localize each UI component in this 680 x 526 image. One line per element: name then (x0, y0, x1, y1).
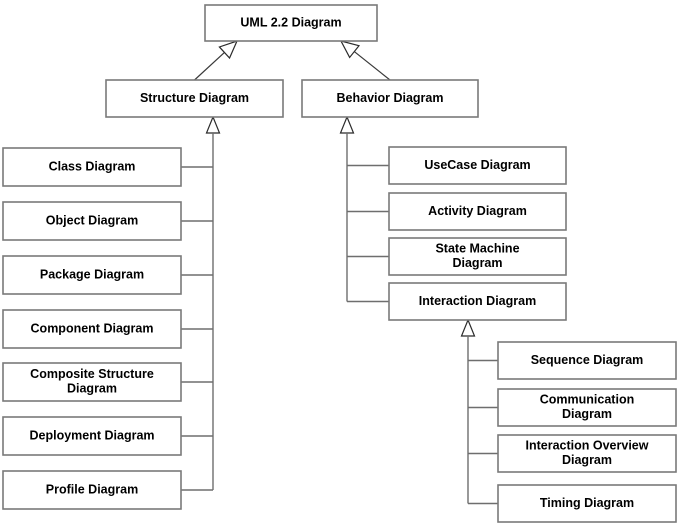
box-label-profile-diagram: Profile Diagram (46, 482, 138, 496)
box-label-composite-structure-diagram: Composite Structure (30, 367, 154, 381)
box-outline-sequence-diagram (497, 341, 677, 380)
box-outline-composite-structure-diagram (2, 362, 182, 402)
box-outline-component-diagram (2, 309, 182, 349)
box-label-deployment-diagram: Deployment Diagram (29, 428, 154, 442)
generalization-arrowhead-behavior-to-root (339, 40, 361, 59)
generalization-arrowhead-behavior-diagram (339, 115, 355, 134)
box-outline-deployment-diagram (2, 416, 182, 456)
box-outline-communication-diagram (497, 388, 677, 427)
box-outline-interaction-diagram (388, 282, 567, 321)
box-label-structure-diagram: Structure Diagram (140, 91, 249, 105)
box-outline-usecase-diagram (388, 146, 567, 185)
box-label-uml-2-2-diagram: UML 2.2 Diagram (240, 15, 341, 29)
box-label-package-diagram: Package Diagram (40, 267, 144, 281)
box-label-state-machine-diagram: Diagram (452, 256, 502, 270)
box-label-object-diagram: Object Diagram (46, 213, 138, 227)
box-label-communication-diagram: Diagram (562, 407, 612, 421)
box-outline-activity-diagram (388, 192, 567, 231)
box-label-class-diagram: Class Diagram (49, 159, 136, 173)
box-outline-class-diagram (2, 147, 182, 187)
box-label-interaction-overview-diagram: Diagram (562, 453, 612, 467)
uml-box-class-diagram[interactable]: Class Diagram (2, 147, 182, 187)
uml-box-profile-diagram[interactable]: Profile Diagram (2, 470, 182, 510)
box-outline-structure-diagram (105, 79, 284, 118)
box-label-timing-diagram: Timing Diagram (540, 496, 634, 510)
box-outline-package-diagram (2, 255, 182, 295)
box-label-state-machine-diagram: State Machine (435, 242, 519, 256)
connectors-layer (181, 39, 498, 505)
uml-box-structure-diagram[interactable]: Structure Diagram (105, 79, 284, 118)
uml-box-timing-diagram[interactable]: Timing Diagram (497, 484, 677, 523)
box-label-component-diagram: Component Diagram (31, 321, 154, 335)
box-label-interaction-overview-diagram: Interaction Overview (526, 439, 649, 453)
box-outline-uml-2-2-diagram (204, 4, 378, 42)
uml-box-activity-diagram[interactable]: Activity Diagram (388, 192, 567, 231)
generalization-arrowhead-structure-to-root (218, 39, 239, 60)
generalization-line-structure-to-root (194, 52, 225, 81)
box-outline-timing-diagram (497, 484, 677, 523)
box-label-interaction-diagram: Interaction Diagram (419, 294, 536, 308)
box-outline-state-machine-diagram (388, 237, 567, 276)
uml-box-usecase-diagram[interactable]: UseCase Diagram (388, 146, 567, 185)
uml-box-behavior-diagram[interactable]: Behavior Diagram (301, 79, 479, 118)
box-label-composite-structure-diagram: Diagram (67, 382, 117, 396)
generalization-arrowhead-interaction-diagram-group (460, 318, 476, 337)
box-label-behavior-diagram: Behavior Diagram (337, 91, 444, 105)
box-outline-behavior-diagram (301, 79, 479, 118)
box-label-activity-diagram: Activity Diagram (428, 204, 527, 218)
box-outline-object-diagram (2, 201, 182, 241)
uml-box-uml-2-2-diagram[interactable]: UML 2.2 Diagram (204, 4, 378, 42)
uml-box-object-diagram[interactable]: Object Diagram (2, 201, 182, 241)
uml-box-deployment-diagram[interactable]: Deployment Diagram (2, 416, 182, 456)
box-label-usecase-diagram: UseCase Diagram (424, 158, 530, 172)
uml-box-package-diagram[interactable]: Package Diagram (2, 255, 182, 295)
box-label-sequence-diagram: Sequence Diagram (531, 353, 644, 367)
generalization-arrowhead-structure-diagram (205, 115, 221, 134)
uml-box-component-diagram[interactable]: Component Diagram (2, 309, 182, 349)
box-label-communication-diagram: Communication (540, 393, 634, 407)
uml-box-sequence-diagram[interactable]: Sequence Diagram (497, 341, 677, 380)
generalization-line-behavior-to-root (353, 51, 391, 81)
box-outline-interaction-overview-diagram (497, 434, 677, 473)
uml-box-interaction-diagram[interactable]: Interaction Diagram (388, 282, 567, 321)
box-outline-profile-diagram (2, 470, 182, 510)
